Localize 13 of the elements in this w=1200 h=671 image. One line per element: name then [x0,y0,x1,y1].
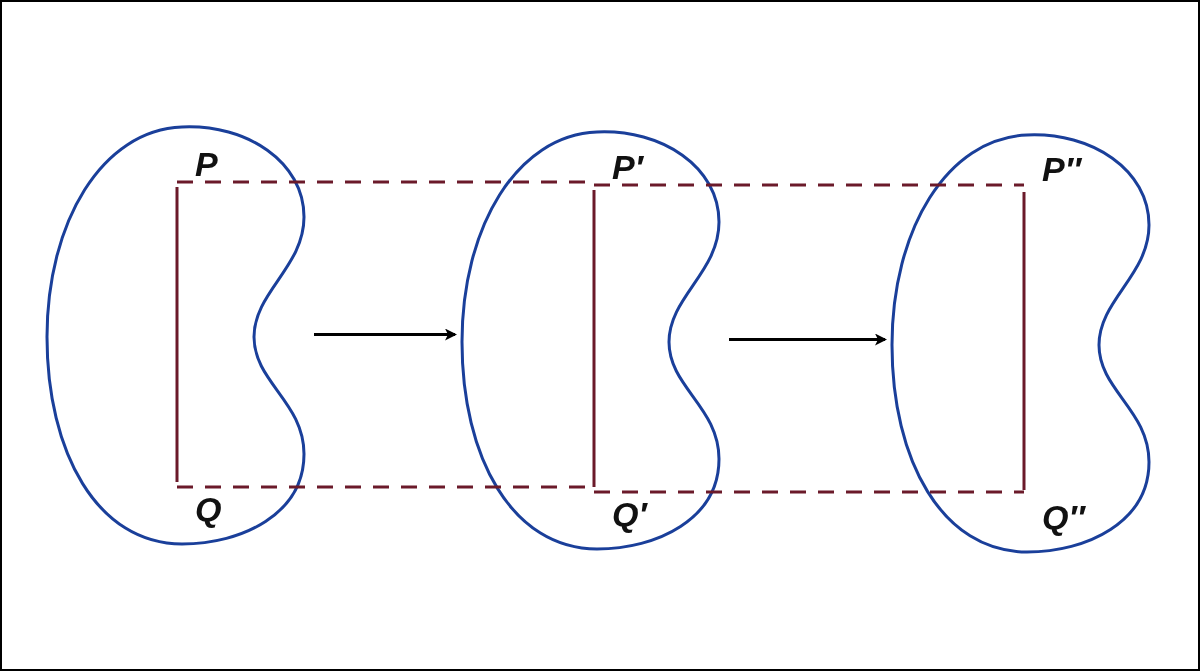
point-label: P″ [1042,152,1081,186]
point-label: P′ [612,150,643,184]
dashed-line [594,183,1024,187]
line [592,190,596,487]
point-label: Q [195,492,222,526]
point-label: Q″ [1042,500,1085,534]
line [1022,192,1026,490]
dashed-line [594,490,1024,494]
point-label: Q′ [612,497,647,531]
arrow [729,333,887,346]
line [175,187,179,482]
point-label: P [195,147,218,181]
arrow [314,328,457,341]
